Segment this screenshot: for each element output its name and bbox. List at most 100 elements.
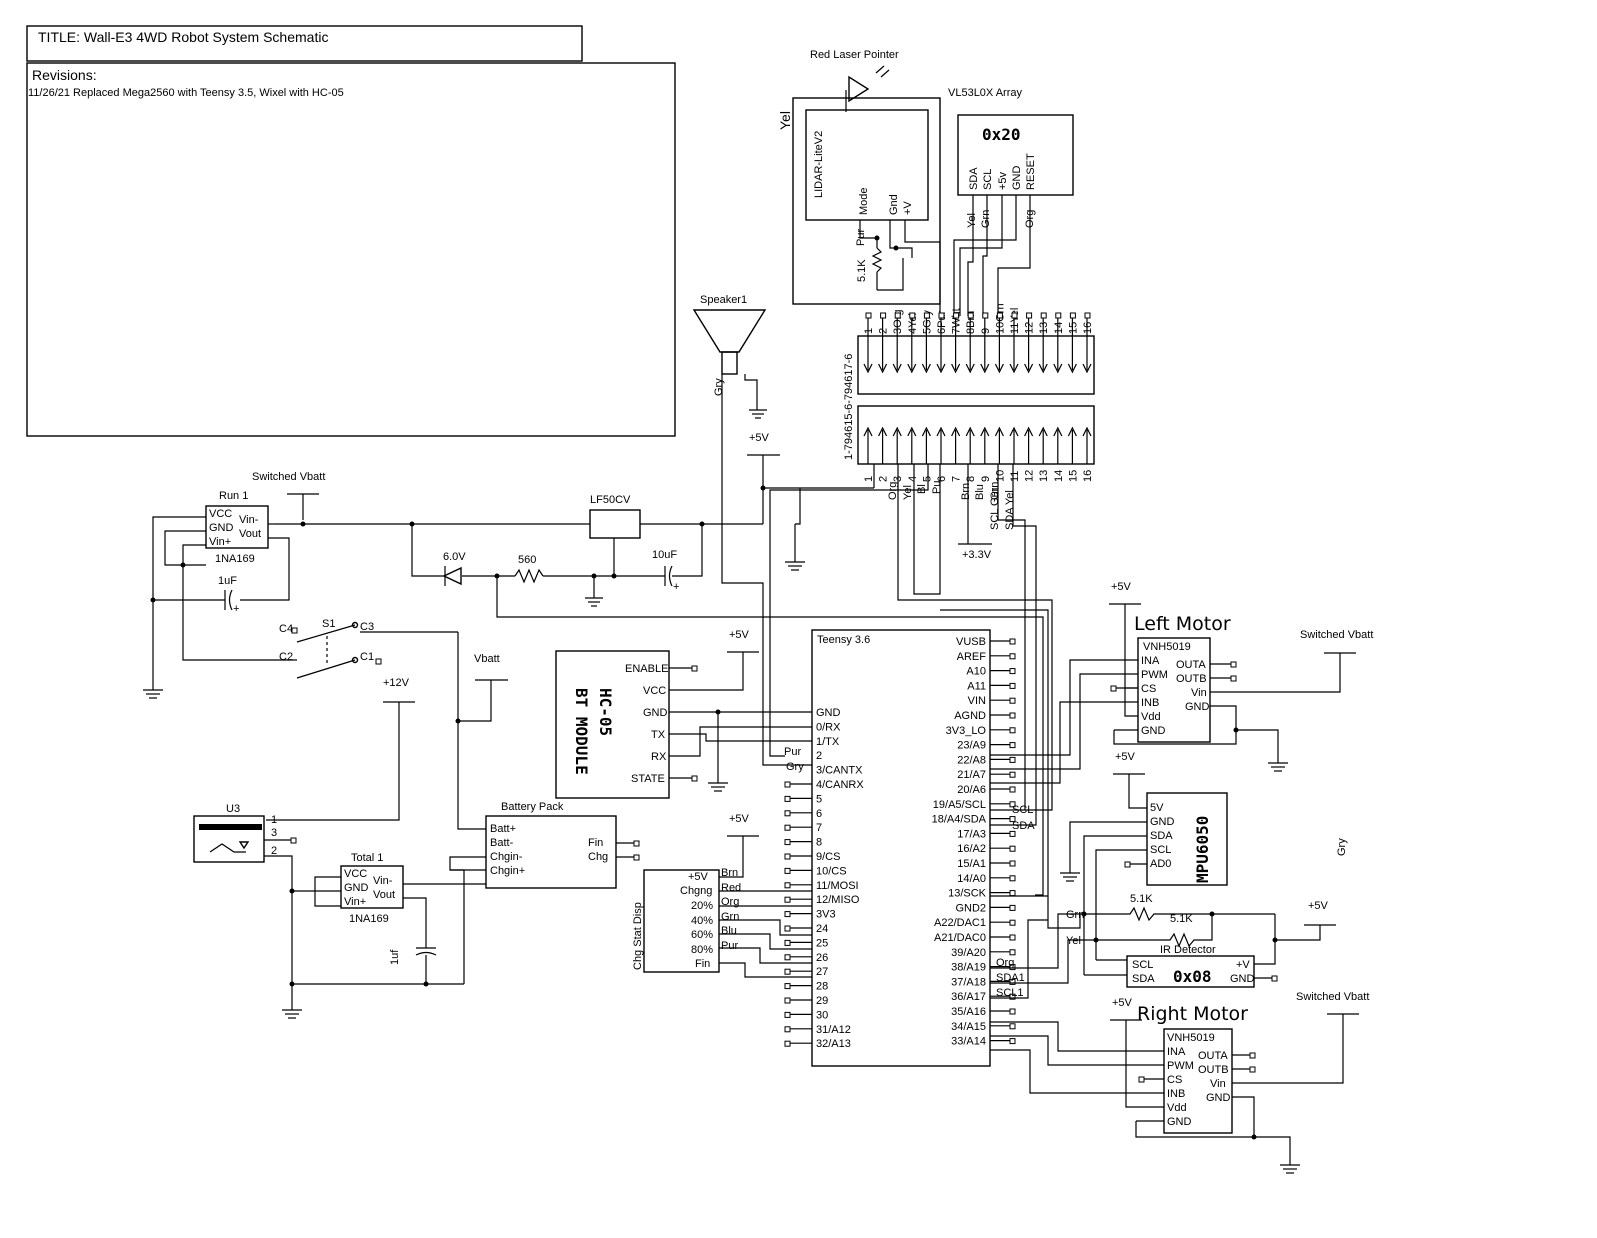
lidar-resistor-label: 5.1K bbox=[856, 259, 868, 282]
hc05-pin-state: STATE bbox=[631, 773, 665, 785]
chg-pin-20: 20% bbox=[691, 900, 713, 912]
connector-bottom-pin: 13 bbox=[1038, 470, 1050, 482]
teensy-left-pin: 10/CS bbox=[816, 865, 847, 877]
teensy-right-pin: 39/A20 bbox=[951, 947, 986, 959]
rm-switched-vbatt: Switched Vbatt bbox=[1296, 991, 1369, 1003]
lm-switched-vbatt: Switched Vbatt bbox=[1300, 629, 1373, 641]
rm-pin-gnd-r: GND bbox=[1206, 1092, 1231, 1104]
chg-wire-grn: Grn bbox=[721, 911, 739, 923]
battery-pack: Battery Pack Batt+ Batt- Chgin- Chgin+ F… bbox=[485, 801, 640, 889]
switch-name: S1 bbox=[322, 618, 335, 630]
teensy-left-pin: 2 bbox=[816, 750, 822, 762]
teensy-right-pin: 36/A17 bbox=[951, 991, 986, 1003]
mpu-stray-gry: Gry bbox=[1336, 838, 1348, 856]
total-meter: Total 1 VCC GND Vin+ Vin- Vout 1NA169 1u… bbox=[282, 852, 486, 1019]
teensy-left-pin: 28 bbox=[816, 981, 828, 993]
mpu-pin-scl: SCL bbox=[1150, 844, 1171, 856]
chg-wire-org: Org bbox=[721, 896, 739, 908]
conn-wire-bl: Bl bbox=[916, 484, 928, 494]
teensy-left-pins: GND0/RX1/TX23/CANTX4/CANRX56789/CS10/CS1… bbox=[784, 707, 864, 1050]
lidar-module: Red Laser Pointer Yel LIDAR-LiteV2 Mode … bbox=[777, 49, 941, 316]
vl53-pin-5v: +5v bbox=[997, 171, 1009, 190]
total-pin-vinp: Vin+ bbox=[344, 896, 366, 908]
teensy-wire-scl1: SCL1 bbox=[996, 987, 1024, 999]
teensy-left-pin: 27 bbox=[816, 966, 828, 978]
rm-pin-inb: INB bbox=[1167, 1088, 1185, 1100]
teensy-left-pin: 9/CS bbox=[816, 851, 840, 863]
teensy-left-pin: 11/MOSI bbox=[816, 880, 859, 892]
batt-pin-fin: Fin bbox=[588, 837, 603, 849]
cap-1uf-label: 1uF bbox=[218, 575, 237, 587]
batt-pin-battp: Batt+ bbox=[490, 823, 516, 835]
batt-pin-chg: Chg bbox=[588, 851, 608, 863]
resistor-560-label: 560 bbox=[518, 554, 536, 566]
teensy-left-pin: 26 bbox=[816, 952, 828, 964]
teensy-right-pin: 34/A15 bbox=[951, 1021, 986, 1033]
ir-name: IR Detector bbox=[1160, 944, 1216, 956]
ir-pin-vplus: +V bbox=[1236, 959, 1250, 971]
total-meter-part: 1NA169 bbox=[349, 913, 389, 925]
teensy-left-pin: GND bbox=[816, 707, 841, 719]
teensy-left-pin: 7 bbox=[816, 822, 822, 834]
rm-5v-label: +5V bbox=[1112, 997, 1133, 1009]
run-pin-vcc: VCC bbox=[209, 508, 232, 520]
chg-pin-60: 60% bbox=[691, 929, 713, 941]
teensy-right-pin: GND2 bbox=[955, 902, 986, 914]
cap-1uf-total-label: 1uf bbox=[389, 949, 401, 965]
hc05-name: HC-05 bbox=[596, 688, 615, 736]
connector-top-pin: 12 bbox=[1024, 322, 1036, 334]
rm-pin-ina: INA bbox=[1167, 1046, 1186, 1058]
teensy-wire-scl: SCL bbox=[1012, 804, 1033, 816]
speaker-wire-gry: Gry bbox=[713, 378, 725, 396]
connector-top-pin: 9 bbox=[980, 328, 992, 334]
teensy-wire-sda1: SDA1 bbox=[996, 972, 1025, 984]
hc05-pin-vcc: VCC bbox=[643, 685, 666, 697]
chg-wire-brn: Brn bbox=[721, 867, 738, 879]
teensy-left-pin: 32/A13 bbox=[816, 1038, 851, 1050]
revision-entry: 11/26/21 Replaced Mega2560 with Teensy 3… bbox=[28, 87, 344, 99]
ir-pin-scl: SCL bbox=[1132, 959, 1153, 971]
speaker-name: Speaker1 bbox=[700, 294, 747, 306]
lidar-pin-vplus: +V bbox=[902, 201, 914, 215]
teensy-right-pin: AREF bbox=[957, 651, 987, 663]
teensy-board: Teensy 3.6 GND0/RX1/TX23/CANTX4/CANRX567… bbox=[769, 464, 1084, 1067]
conn-wire-scl-grn: SCL Grn bbox=[989, 488, 1001, 530]
u3-pin-2: 2 bbox=[271, 845, 277, 857]
chg-pin-chgng: Chgng bbox=[680, 885, 712, 897]
total-pin-vinm: Vin- bbox=[373, 875, 393, 887]
teensy-left-pin: 8 bbox=[816, 837, 822, 849]
connector-bottom-pin: 16 bbox=[1082, 470, 1094, 482]
teensy-wire-org: Org bbox=[996, 957, 1014, 969]
hc05-pin-tx: TX bbox=[651, 729, 666, 741]
run-pin-gnd: GND bbox=[209, 522, 234, 534]
teensy-right-pin: 35/A16 bbox=[951, 1006, 986, 1018]
mpu-pin-5v: 5V bbox=[1150, 802, 1164, 814]
ir-detector: 5.1K 5.1K IR Detector SCL SDA 0x08 +V GN… bbox=[990, 893, 1336, 999]
teensy-left-pin: 3V3 bbox=[816, 909, 836, 921]
connector-bottom-pin: 10 bbox=[994, 470, 1006, 482]
teensy-name: Teensy 3.6 bbox=[817, 634, 870, 646]
teensy-wire-gry: Gry bbox=[786, 761, 804, 773]
right-motor: Right Motor VNH5019 INA PWM CS INB Vdd G… bbox=[990, 991, 1369, 1174]
connector-top-pin: 15 bbox=[1067, 322, 1079, 334]
lm-pin-pwm: PWM bbox=[1141, 669, 1168, 681]
plus5v-conn-label: +5V bbox=[749, 432, 770, 444]
teensy-left-pin: 1/TX bbox=[816, 736, 840, 748]
u3-pin-3: 3 bbox=[271, 827, 277, 839]
ir-r2-label: 5.1K bbox=[1170, 913, 1193, 925]
laser-label: Red Laser Pointer bbox=[810, 49, 899, 61]
hc05-module: BT MODULE HC-05 ENABLE VCC GND TX RX STA… bbox=[555, 629, 812, 799]
teensy-right-pin: A10 bbox=[966, 666, 986, 678]
lidar-pin-mode: Mode bbox=[858, 187, 870, 215]
run-meter-name: Run 1 bbox=[219, 490, 248, 502]
run-meter: Run 1 VCC GND Vin+ Vin- Vout 1NA169 1uF … bbox=[143, 490, 290, 699]
connector-top-pin: 14 bbox=[1053, 322, 1065, 334]
ir-r1-label: 5.1K bbox=[1130, 893, 1153, 905]
switch-c3: C3 bbox=[360, 621, 374, 633]
lidar-yel-wire: Yel bbox=[777, 111, 793, 130]
teensy-right-pin: 21/A7 bbox=[957, 769, 986, 781]
left-motor: Left Motor VNH5019 INA PWM CS INB Vdd GN… bbox=[990, 581, 1373, 784]
teensy-right-pin: 3V3_LO bbox=[946, 725, 987, 737]
